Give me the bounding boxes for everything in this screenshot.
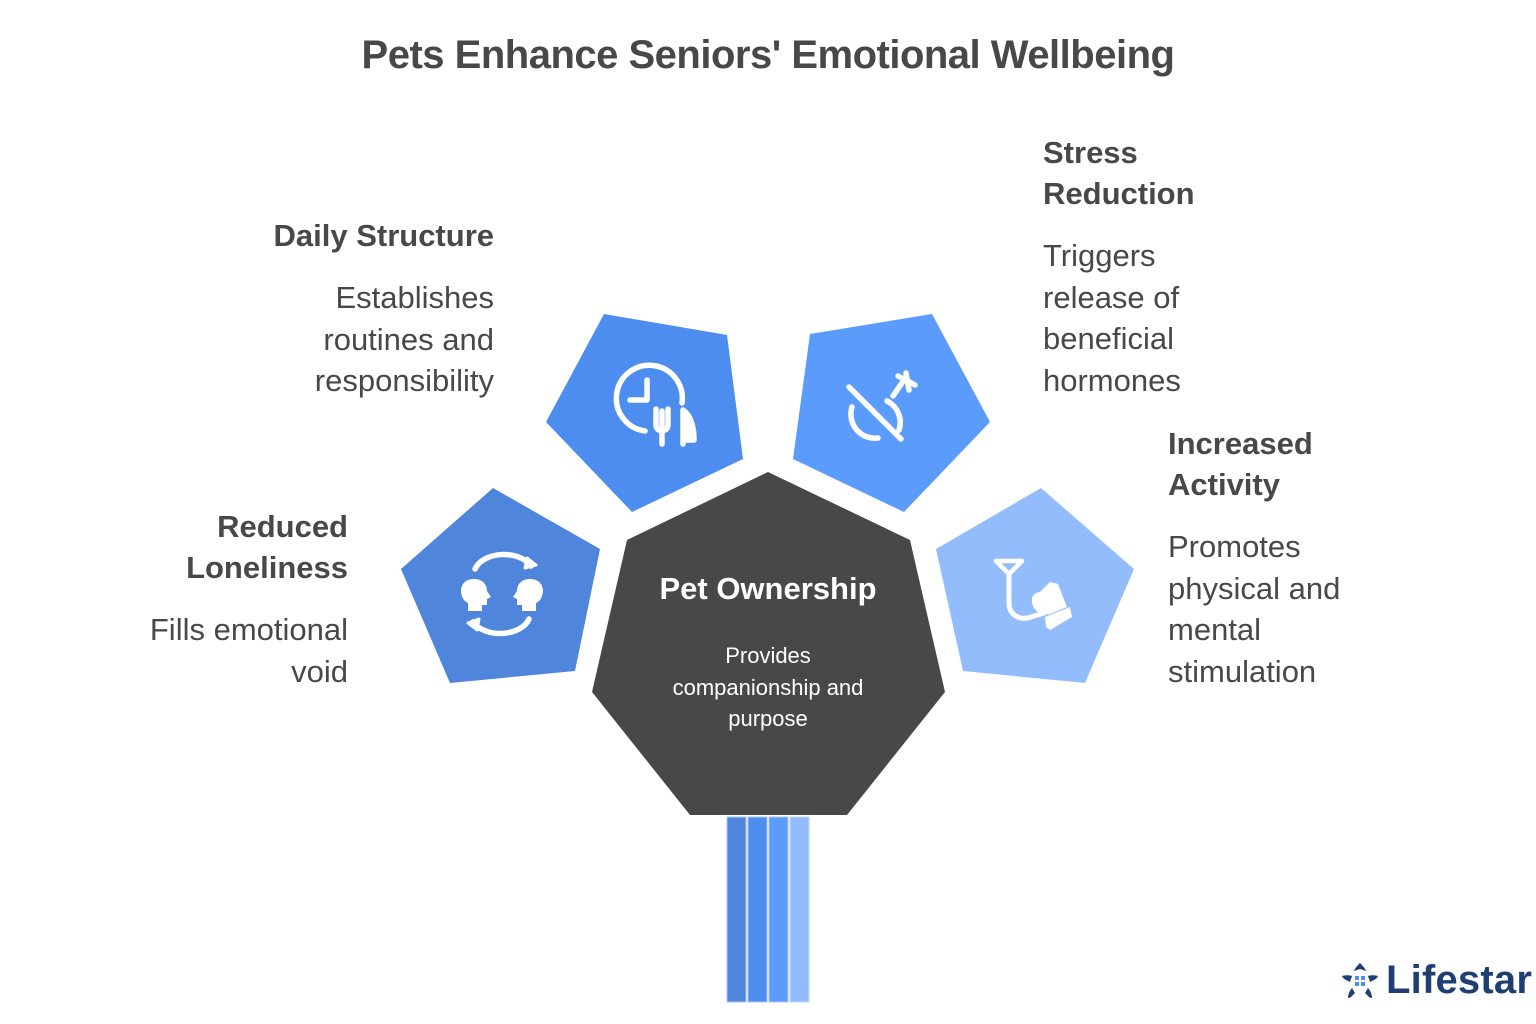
title-line: Activity: [1168, 467, 1280, 502]
description-line: mental: [1168, 612, 1262, 647]
description-line: release of: [1043, 279, 1180, 315]
label-daily-structure: Daily Structure Establishes routines and…: [194, 215, 494, 402]
star-house-icon: [1342, 962, 1378, 998]
petal-increased-activity: [936, 488, 1134, 683]
label-description: Establishes routines and responsibility: [194, 277, 494, 402]
label-increased-activity: Increased Activity Promotes physical and…: [1168, 423, 1428, 692]
stem-bar-1: [726, 816, 747, 1003]
stem-bar-3: [768, 816, 789, 1003]
title-line: Loneliness: [186, 550, 348, 585]
description-line: Fills emotional: [149, 612, 348, 647]
center-description-line: Provides: [725, 643, 811, 668]
description-line: physical and: [1168, 570, 1341, 606]
center-title: Pet Ownership: [659, 571, 877, 606]
no-hormone-symbol-icon: [846, 370, 918, 442]
leash-pet-icon: [993, 558, 1072, 630]
label-title: Reduced Loneliness: [48, 506, 348, 588]
title-line: Reduced: [217, 509, 348, 544]
title-line: Stress: [1043, 135, 1138, 170]
two-heads-exchange-icon: [461, 551, 543, 637]
label-description: Promotes physical and mental stimulation: [1168, 526, 1428, 692]
lifestar-logo: Lifestar: [1340, 958, 1532, 1003]
petal-stress-reduction: [793, 314, 990, 512]
center-description: Provides companionship and purpose: [615, 640, 921, 735]
petal-reduced-loneliness: [401, 488, 600, 683]
petal-daily-structure: [546, 314, 743, 512]
description-line: Triggers: [1043, 238, 1156, 273]
description-line: responsibility: [314, 363, 494, 398]
title-line: Reduction: [1043, 176, 1195, 211]
description-line: beneficial: [1043, 321, 1174, 356]
stem: [726, 816, 810, 1003]
center-heptagon: [592, 472, 945, 815]
label-description: Fills emotional void: [48, 609, 348, 692]
label-reduced-loneliness: Reduced Loneliness Fills emotional void: [48, 506, 348, 692]
label-description: Triggers release of beneficial hormones: [1043, 235, 1303, 401]
label-title: Daily Structure: [273, 218, 494, 253]
label-stress-reduction: Stress Reduction Triggers release of ben…: [1043, 132, 1303, 401]
description-line: void: [291, 653, 348, 689]
label-title: Increased Activity: [1168, 423, 1428, 505]
logo-text: Lifestar: [1386, 958, 1533, 1002]
stem-bar-2: [747, 816, 768, 1003]
description-line: routines and: [323, 321, 494, 357]
description-line: stimulation: [1168, 653, 1317, 689]
description-line: hormones: [1043, 362, 1181, 398]
description-line: Promotes: [1168, 529, 1301, 564]
stem-bar-4: [789, 816, 810, 1003]
center-node: Pet Ownership Provides companionship and…: [615, 0, 921, 735]
label-title: Stress Reduction: [1043, 132, 1303, 214]
center-description-line: companionship and: [672, 674, 864, 700]
description-line: Establishes: [335, 280, 494, 315]
diagram-title: Pets Enhance Seniors' Emotional Wellbein…: [361, 33, 1175, 77]
title-line: Increased: [1168, 426, 1313, 461]
clock-fork-knife-icon: [613, 362, 697, 447]
center-description-line: purpose: [728, 706, 808, 731]
